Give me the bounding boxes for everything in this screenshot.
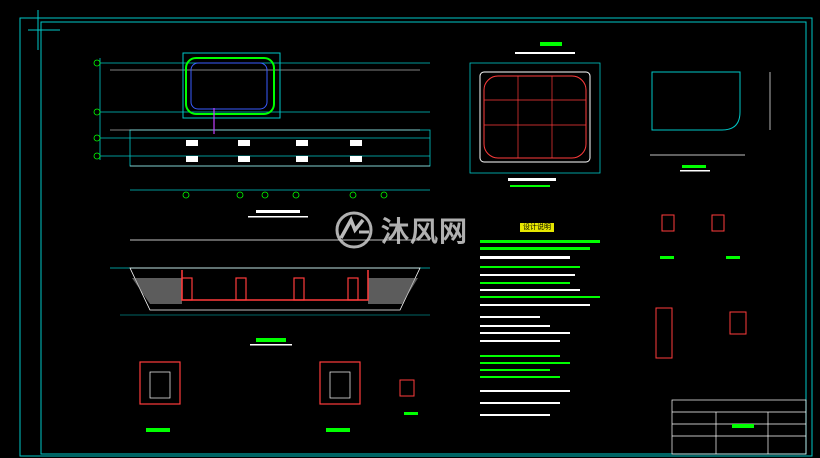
design-notes-block (480, 240, 600, 416)
title-block (671, 399, 807, 455)
plan-view-top-middle (469, 42, 601, 187)
section-view-middle (110, 239, 430, 346)
notes-title: 设计说明 (520, 223, 554, 232)
drawing-frame (19, 10, 813, 457)
watermark: 沐风网 (333, 210, 468, 250)
plan-view-top-left (93, 52, 431, 218)
detail-views-bottom (139, 361, 418, 432)
column-details-right (655, 214, 747, 359)
plan-view-top-right (650, 71, 771, 172)
watermark-text: 沐风网 (381, 215, 469, 248)
mf-logo-icon (335, 211, 373, 249)
